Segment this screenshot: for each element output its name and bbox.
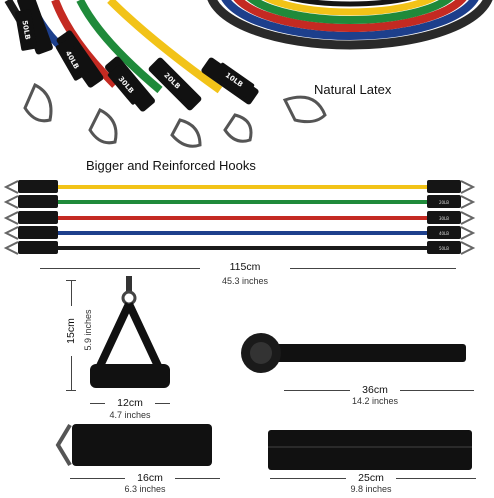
handle-height-cm: 15cm: [65, 306, 77, 356]
door-anchor-cm: 36cm: [350, 384, 400, 396]
right-band-tabs: [427, 180, 461, 254]
band-tab-label-40lb: 40LB: [438, 231, 450, 236]
coiled-tubes: [207, 0, 493, 50]
ankle-strap-image: [55, 423, 212, 467]
band-lines: [55, 185, 430, 250]
bands-image: [3, 180, 476, 255]
handle-height-in: 5.9 inches: [83, 309, 93, 351]
carabiner-hooks: [23, 82, 327, 148]
handle-height-tick-bottom: [66, 390, 76, 391]
tube-length-cm: 115cm: [200, 261, 290, 273]
hooks-caption: Bigger and Reinforced Hooks: [86, 158, 256, 173]
handle-height-tick-top: [66, 280, 76, 281]
door-anchor-in: 14.2 inches: [351, 396, 399, 406]
right-band-hooks: [460, 180, 476, 255]
ankle-strap-cm: 16cm: [125, 472, 175, 484]
carry-bag-image: [268, 430, 472, 470]
natural-latex-caption: Natural Latex: [314, 82, 392, 97]
handle-width-in: 4.7 inches: [109, 410, 151, 420]
band-tab-label-20lb: 20LB: [438, 200, 450, 205]
door-anchor-image: [241, 333, 466, 373]
handle-image: [90, 276, 170, 388]
ankle-strap-in: 6.3 inches: [124, 484, 166, 494]
handle-width-cm: 12cm: [105, 397, 155, 409]
left-band-tabs: [18, 180, 58, 254]
band-tab-label-30lb: 30LB: [438, 216, 450, 221]
left-band-hooks: [3, 180, 19, 255]
carry-bag-cm: 25cm: [346, 472, 396, 484]
band-tab-label-50lb: 50LB: [438, 246, 450, 251]
tube-length-in: 45.3 inches: [221, 276, 269, 286]
carry-bag-in: 9.8 inches: [350, 484, 392, 494]
